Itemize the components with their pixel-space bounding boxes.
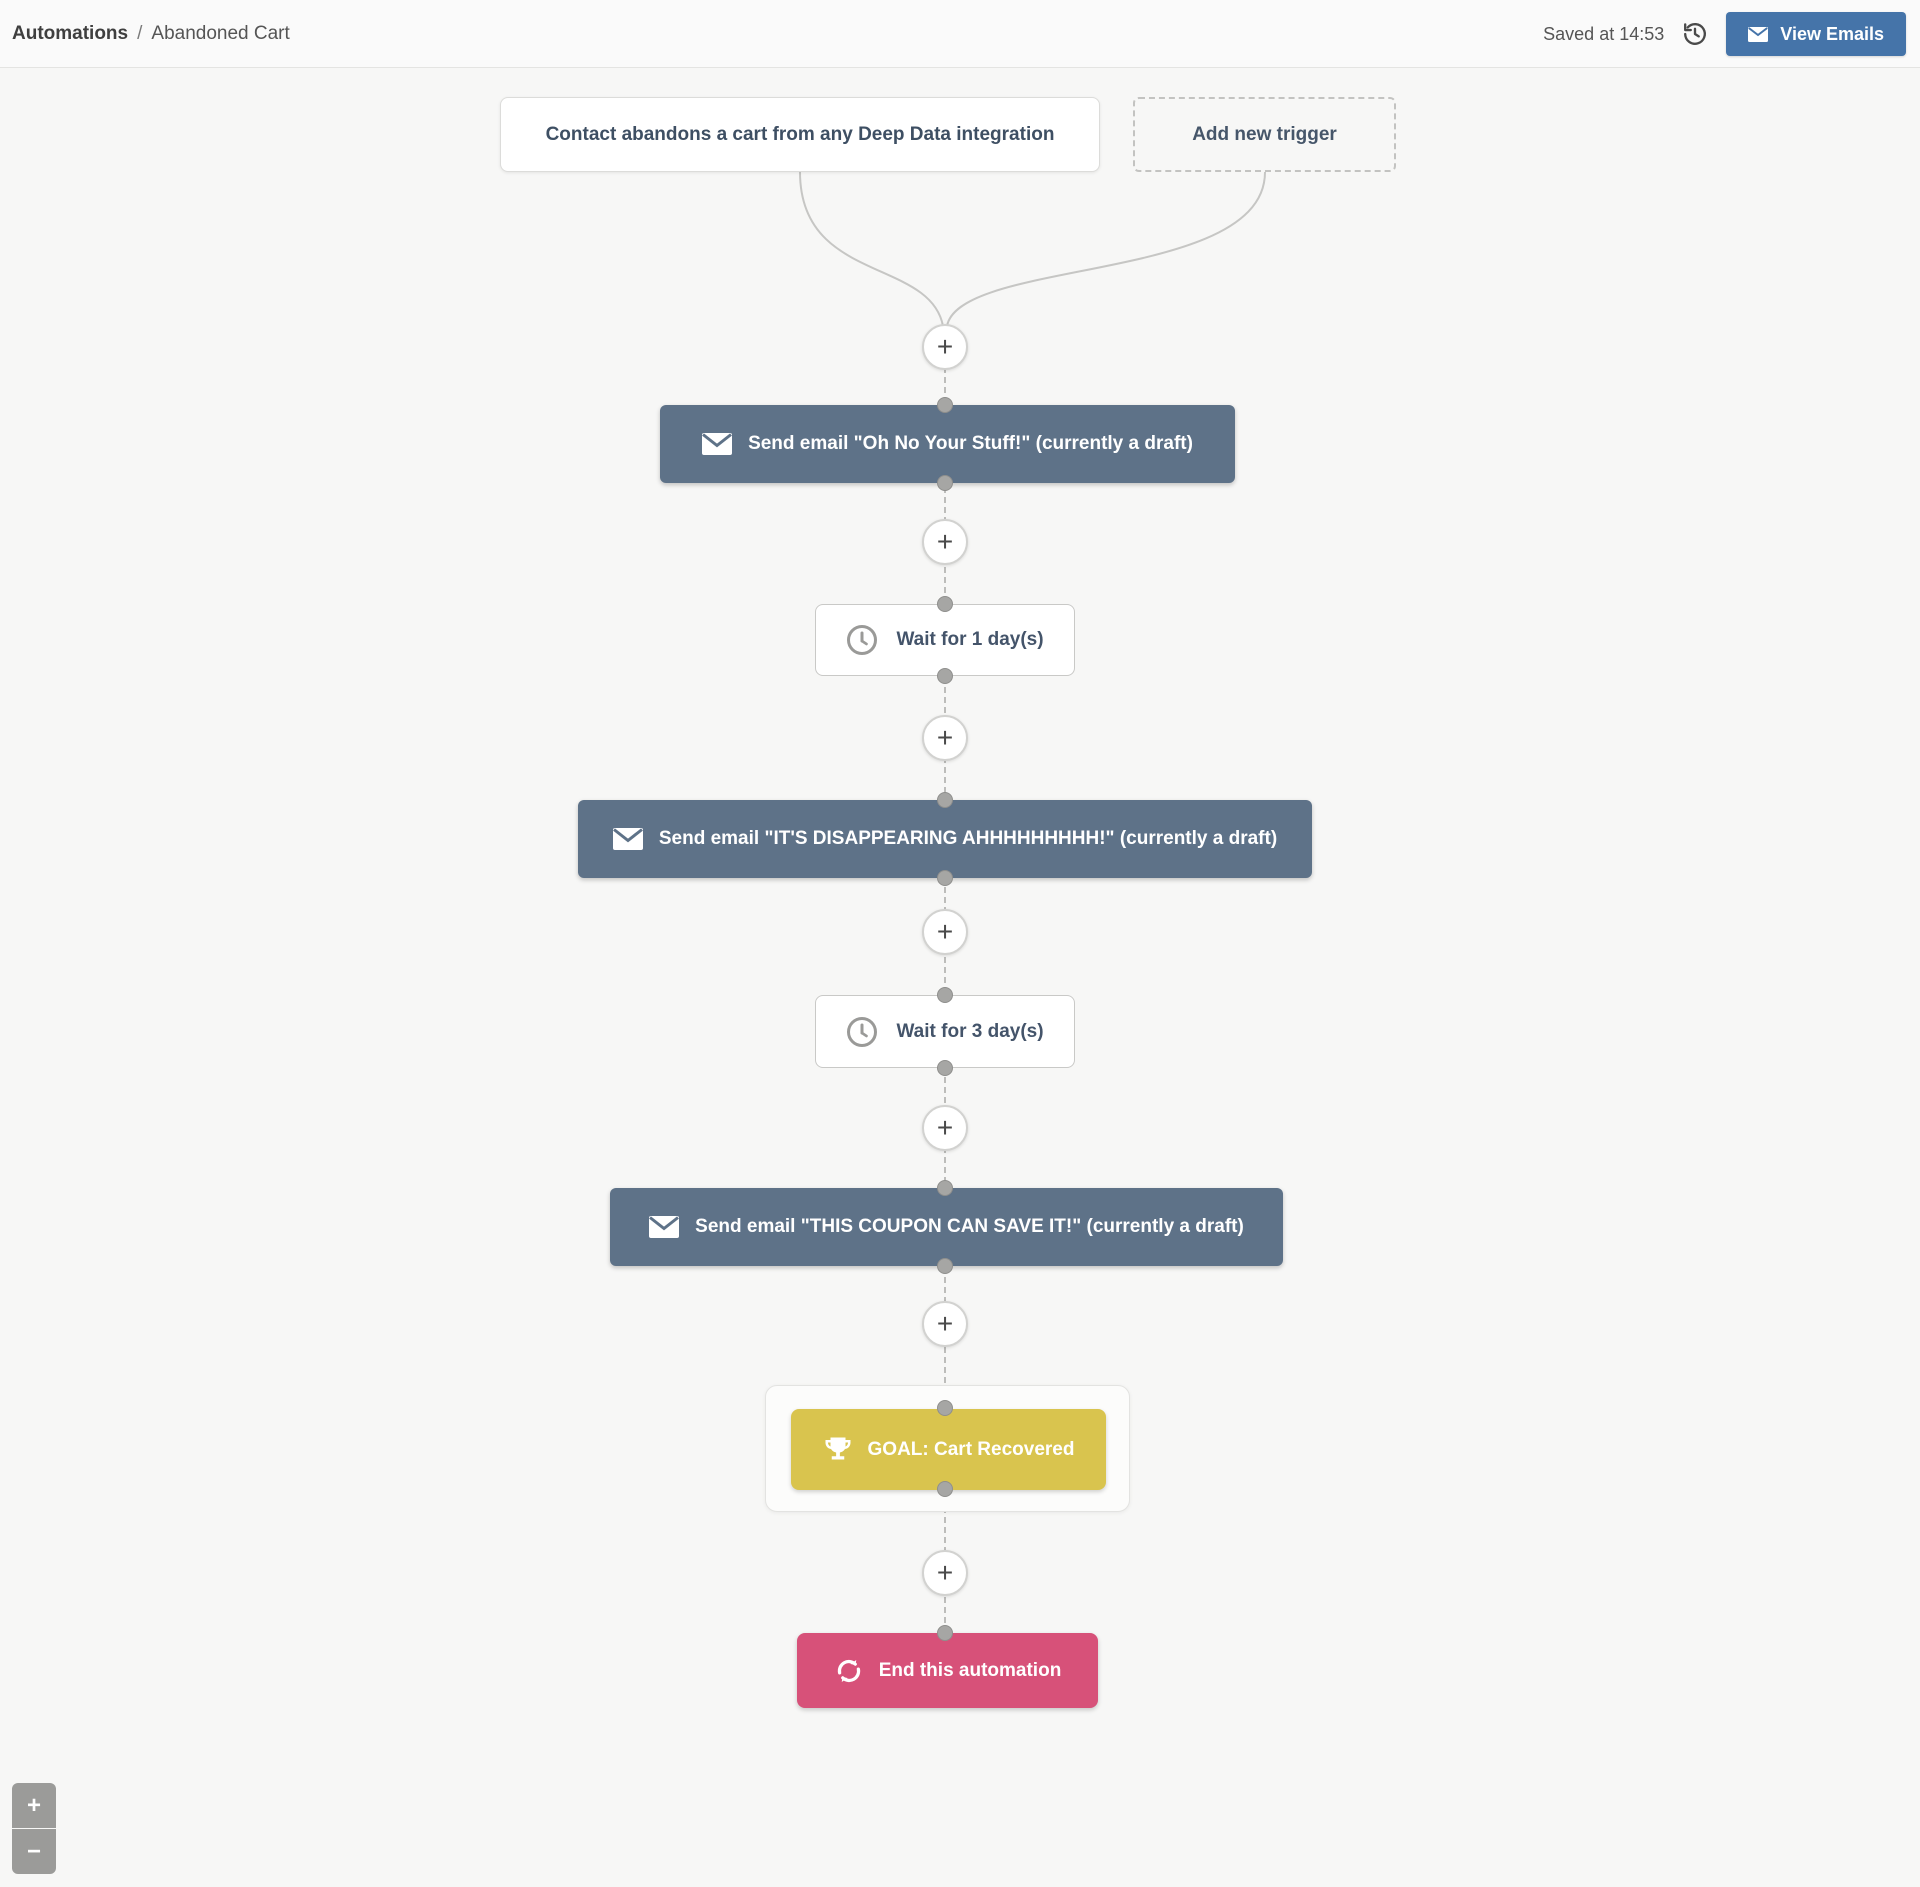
- email-node-this-coupon[interactable]: Send email "THIS COUPON CAN SAVE IT!" (c…: [610, 1188, 1283, 1266]
- connector-dot: [937, 397, 953, 413]
- trigger-node-deep-data[interactable]: Contact abandons a cart from any Deep Da…: [500, 97, 1100, 172]
- breadcrumb-automations[interactable]: Automations: [12, 23, 129, 44]
- wait-node-label: Wait for 3 day(s): [896, 1020, 1044, 1042]
- plus-icon: +: [936, 1112, 954, 1143]
- add-step-button-6[interactable]: +: [922, 1301, 968, 1347]
- connector-dot: [937, 987, 953, 1003]
- clock-icon: [846, 624, 878, 656]
- email-node-label: Send email "THIS COUPON CAN SAVE IT!" (c…: [695, 1216, 1244, 1237]
- add-new-trigger-button[interactable]: Add new trigger: [1133, 97, 1396, 172]
- saved-status: Saved at 14:53: [1543, 23, 1665, 44]
- history-icon[interactable]: [1680, 19, 1710, 49]
- trigger-label: Contact abandons a cart from any Deep Da…: [545, 123, 1055, 145]
- end-automation-node[interactable]: End this automation: [797, 1633, 1098, 1708]
- plus-icon: +: [936, 331, 954, 362]
- envelope-icon: [702, 433, 733, 455]
- connector-dot: [937, 1180, 953, 1196]
- plus-icon: +: [936, 916, 954, 947]
- connector-dot: [937, 1060, 953, 1076]
- email-node-oh-no-your-stuff[interactable]: Send email "Oh No Your Stuff!" (currentl…: [660, 405, 1235, 483]
- add-step-button-3[interactable]: +: [922, 715, 968, 761]
- connector-dot: [937, 668, 953, 684]
- connector-dot: [937, 475, 953, 491]
- connector-dot: [937, 1400, 953, 1416]
- zoom-out-button[interactable]: −: [12, 1829, 56, 1874]
- email-node-label: Send email "IT'S DISAPPEARING AHHHHHHHHH…: [658, 828, 1278, 849]
- end-node-label: End this automation: [878, 1659, 1062, 1681]
- envelope-icon: [612, 828, 643, 850]
- connector-dot: [937, 1258, 953, 1274]
- header-actions: Saved at 14:53 View Emails: [1543, 0, 1906, 68]
- envelope-icon: [649, 1216, 680, 1238]
- plus-icon: +: [936, 1308, 954, 1339]
- canvas-zoom-controls: + −: [12, 1783, 56, 1874]
- add-step-button-1[interactable]: +: [922, 324, 968, 370]
- view-emails-label: View Emails: [1780, 23, 1884, 44]
- breadcrumb: Automations / Abandoned Cart: [12, 0, 290, 68]
- email-node-label: Send email "Oh No Your Stuff!" (currentl…: [748, 433, 1193, 454]
- breadcrumb-current-page: Abandoned Cart: [151, 23, 290, 44]
- add-step-button-5[interactable]: +: [922, 1105, 968, 1151]
- connector-dot: [937, 1481, 953, 1497]
- clock-icon: [846, 1016, 878, 1048]
- connector-dot: [937, 792, 953, 808]
- cycle-arrows-icon: [834, 1656, 864, 1686]
- trigger-connector-lines: [799, 171, 1266, 327]
- automation-canvas[interactable]: Contact abandons a cart from any Deep Da…: [0, 68, 1920, 1887]
- connector-dot: [937, 1625, 953, 1641]
- add-step-button-2[interactable]: +: [922, 519, 968, 565]
- connector-dot: [937, 870, 953, 886]
- connector-dot: [937, 596, 953, 612]
- goal-node-label: GOAL: Cart Recovered: [867, 1438, 1075, 1460]
- top-bar: Automations / Abandoned Cart Saved at 14…: [0, 0, 1920, 68]
- envelope-icon: [1748, 26, 1769, 42]
- add-trigger-label: Add new trigger: [1192, 123, 1337, 145]
- wait-node-1-day[interactable]: Wait for 1 day(s): [815, 604, 1075, 676]
- wait-node-label: Wait for 1 day(s): [896, 629, 1044, 650]
- breadcrumb-separator: /: [137, 23, 143, 44]
- view-emails-button[interactable]: View Emails: [1726, 12, 1906, 56]
- add-step-button-7[interactable]: +: [922, 1550, 968, 1596]
- trophy-icon: [823, 1435, 853, 1465]
- zoom-in-button[interactable]: +: [12, 1783, 56, 1828]
- plus-icon: +: [936, 1557, 954, 1588]
- goal-node-cart-recovered[interactable]: GOAL: Cart Recovered: [791, 1409, 1106, 1490]
- add-step-button-4[interactable]: +: [922, 909, 968, 955]
- email-node-its-disappearing[interactable]: Send email "IT'S DISAPPEARING AHHHHHHHHH…: [578, 800, 1312, 878]
- plus-icon: +: [936, 526, 954, 557]
- plus-icon: +: [936, 722, 954, 753]
- wait-node-3-days[interactable]: Wait for 3 day(s): [815, 995, 1075, 1068]
